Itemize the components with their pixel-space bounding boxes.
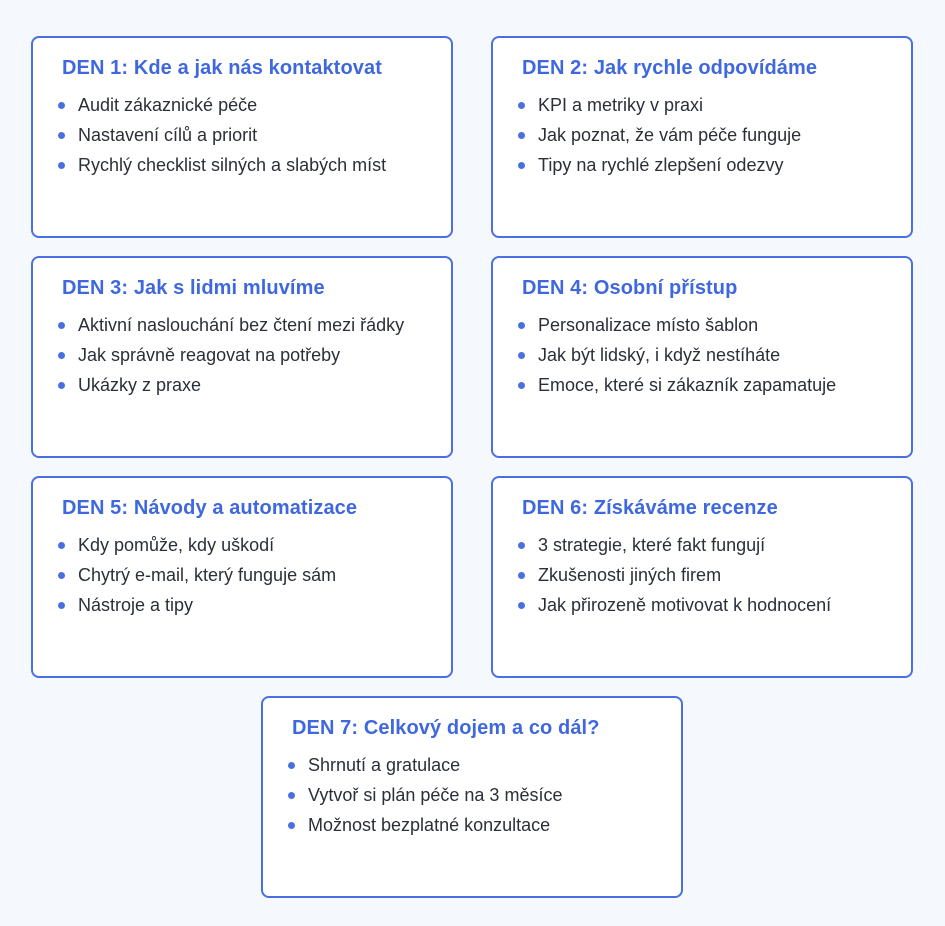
bullet-icon — [58, 382, 65, 389]
bullet-icon — [58, 352, 65, 359]
topic-label: Ukázky z praxe — [78, 375, 202, 395]
topic-item: Rychlý checklist silných a slabých míst — [58, 154, 386, 184]
topic-label: Nastavení cílů a priorit — [78, 125, 258, 145]
bullet-icon — [288, 822, 295, 829]
topic-label: KPI a metriky v praxi — [538, 95, 704, 115]
day-title-3: DEN 3: Jak s lidmi mluvíme — [62, 277, 325, 299]
topic-item: Kdy pomůže, kdy uškodí — [58, 534, 336, 564]
topic-item: Audit zákaznické péče — [58, 94, 386, 124]
bullet-icon — [288, 762, 295, 769]
topic-item: Personalizace místo šablon — [518, 314, 836, 344]
day-title-6: DEN 6: Získáváme recenze — [522, 497, 778, 519]
day-topics-7: Shrnutí a gratulace Vytvoř si plán péče … — [288, 754, 562, 844]
day-topics-6: 3 strategie, které fakt fungují Zkušenos… — [518, 534, 831, 624]
topic-label: Rychlý checklist silných a slabých míst — [78, 155, 387, 175]
day-card-5: DEN 5: Návody a automatizace Kdy pomůže,… — [31, 476, 453, 678]
topic-item: 3 strategie, které fakt fungují — [518, 534, 831, 564]
day-topics-5: Kdy pomůže, kdy uškodí Chytrý e-mail, kt… — [58, 534, 336, 624]
topic-label: Chytrý e-mail, který funguje sám — [78, 565, 337, 585]
bullet-icon — [58, 102, 65, 109]
topic-label: Emoce, které si zákazník zapamatuje — [538, 375, 837, 395]
topic-label: Jak přirozeně motivovat k hodnocení — [538, 595, 832, 615]
bullet-icon — [58, 162, 65, 169]
topic-label: Nástroje a tipy — [78, 595, 194, 615]
day-title-1: DEN 1: Kde a jak nás kontaktovat — [62, 57, 382, 79]
bullet-icon — [518, 102, 525, 109]
bullet-icon — [518, 322, 525, 329]
bullet-icon — [518, 382, 525, 389]
bullet-icon — [518, 542, 525, 549]
topic-item: Aktivní naslouchání bez čtení mezi řádky — [58, 314, 404, 344]
topic-item: Emoce, které si zákazník zapamatuje — [518, 374, 836, 404]
day-card-3: DEN 3: Jak s lidmi mluvíme Aktivní naslo… — [31, 256, 453, 458]
day-title-5: DEN 5: Návody a automatizace — [62, 497, 358, 519]
day-topics-3: Aktivní naslouchání bez čtení mezi řádky… — [58, 314, 404, 404]
bullet-icon — [58, 322, 65, 329]
topic-item: Jak přirozeně motivovat k hodnocení — [518, 594, 831, 624]
day-title-4: DEN 4: Osobní přístup — [522, 277, 738, 299]
topic-item: Ukázky z praxe — [58, 374, 404, 404]
topic-label: Vytvoř si plán péče na 3 měsíce — [308, 785, 563, 805]
topic-label: Kdy pomůže, kdy uškodí — [78, 535, 275, 555]
topic-item: Nastavení cílů a priorit — [58, 124, 386, 154]
topic-item: Jak poznat, že vám péče funguje — [518, 124, 801, 154]
day-topics-2: KPI a metriky v praxi Jak poznat, že vám… — [518, 94, 801, 184]
bullet-icon — [58, 542, 65, 549]
day-title-2: DEN 2: Jak rychle odpovídáme — [522, 57, 818, 79]
topic-item: Shrnutí a gratulace — [288, 754, 562, 784]
day-topics-4: Personalizace místo šablon Jak být lidsk… — [518, 314, 836, 404]
topic-item: Jak být lidský, i když nestíháte — [518, 344, 836, 374]
day-topics-1: Audit zákaznické péče Nastavení cílů a p… — [58, 94, 386, 184]
day-card-1: DEN 1: Kde a jak nás kontaktovat Audit z… — [31, 36, 453, 238]
topic-label: Personalizace místo šablon — [538, 315, 759, 335]
topic-item: Jak správně reagovat na potřeby — [58, 344, 404, 374]
topic-label: Tipy na rychlé zlepšení odezvy — [538, 155, 784, 175]
bullet-icon — [518, 352, 525, 359]
topic-label: Možnost bezplatné konzultace — [308, 815, 551, 835]
topic-label: Shrnutí a gratulace — [308, 755, 461, 775]
bullet-icon — [518, 602, 525, 609]
topic-label: Jak být lidský, i když nestíháte — [538, 345, 781, 365]
topic-label: 3 strategie, které fakt fungují — [538, 535, 766, 555]
topic-label: Audit zákaznické péče — [78, 95, 258, 115]
topic-item: Možnost bezplatné konzultace — [288, 814, 562, 844]
day-card-4: DEN 4: Osobní přístup Personalizace míst… — [491, 256, 913, 458]
topic-label: Jak poznat, že vám péče funguje — [538, 125, 802, 145]
day-card-2: DEN 2: Jak rychle odpovídáme KPI a metri… — [491, 36, 913, 238]
day-card-6: DEN 6: Získáváme recenze 3 strategie, kt… — [491, 476, 913, 678]
bullet-icon — [58, 572, 65, 579]
day-title-7: DEN 7: Celkový dojem a co dál? — [292, 717, 600, 739]
topic-item: KPI a metriky v praxi — [518, 94, 801, 124]
bullet-icon — [58, 132, 65, 139]
topic-item: Tipy na rychlé zlepšení odezvy — [518, 154, 801, 184]
topic-label: Zkušenosti jiných firem — [538, 565, 722, 585]
bullet-icon — [288, 792, 295, 799]
topic-item: Vytvoř si plán péče na 3 měsíce — [288, 784, 562, 814]
topic-item: Chytrý e-mail, který funguje sám — [58, 564, 336, 594]
topic-item: Zkušenosti jiných firem — [518, 564, 831, 594]
bullet-icon — [518, 132, 525, 139]
bullet-icon — [518, 572, 525, 579]
bullet-icon — [518, 162, 525, 169]
topic-item: Nástroje a tipy — [58, 594, 336, 624]
day-card-7: DEN 7: Celkový dojem a co dál? Shrnutí a… — [261, 696, 683, 898]
topic-label: Jak správně reagovat na potřeby — [78, 345, 341, 365]
topic-label: Aktivní naslouchání bez čtení mezi řádky — [78, 315, 405, 335]
bullet-icon — [58, 602, 65, 609]
